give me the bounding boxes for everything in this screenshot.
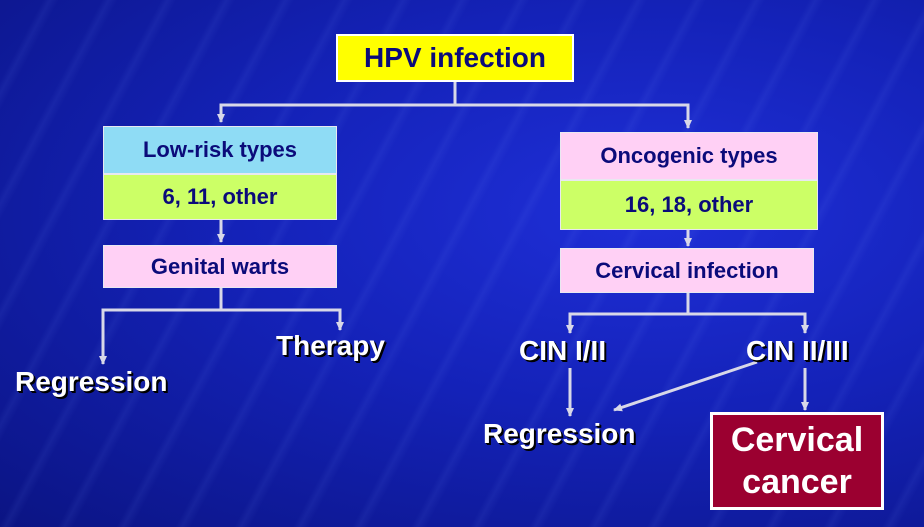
low-risk-types-box: Low-risk types xyxy=(103,126,337,174)
arrow-warts-to-therapy xyxy=(219,288,344,331)
low-risk-values-box: 6, 11, other xyxy=(103,174,337,220)
cervical-infection-label: Cervical infection xyxy=(595,257,779,283)
cervical-cancer-line2: cancer xyxy=(742,463,852,501)
arrow-cin-ii-iii-to-regression xyxy=(613,360,758,412)
arrow-root-to-low-risk xyxy=(217,82,457,123)
genital-warts-label: Genital warts xyxy=(150,253,290,279)
arrow-root-to-oncogenic xyxy=(453,82,692,129)
arrow-infection-to-cin-i-ii xyxy=(566,293,690,334)
genital-warts-box: Genital warts xyxy=(103,245,337,288)
low-risk-types-label: Low-risk types xyxy=(142,137,298,162)
therapy-label: Therapy xyxy=(276,330,385,361)
cin-i-ii-label: CIN I/II xyxy=(519,335,607,366)
arrow-infection-to-cin-ii-iii xyxy=(688,312,809,334)
hpv-infection-box: HPV infection xyxy=(336,34,574,82)
oncogenic-values-box: 16, 18, other xyxy=(560,180,818,230)
arrow-warts-to-regression xyxy=(99,288,223,365)
oncogenic-types-label: Oncogenic types xyxy=(600,143,778,168)
low-risk-values-label: 6, 11, other xyxy=(162,184,278,209)
cervical-cancer-box: Cervical cancer xyxy=(710,412,884,510)
oncogenic-values-label: 16, 18, other xyxy=(624,192,754,217)
left-regression-label: Regression xyxy=(15,366,168,397)
cervical-cancer-line1: Cervical xyxy=(730,421,864,459)
right-regression-label: Regression xyxy=(483,418,636,449)
hpv-infection-label: HPV infection xyxy=(363,42,546,73)
cervical-infection-box: Cervical infection xyxy=(560,248,814,293)
oncogenic-types-box: Oncogenic types xyxy=(560,132,818,180)
cin-ii-iii-label: CIN II/III xyxy=(746,335,849,366)
